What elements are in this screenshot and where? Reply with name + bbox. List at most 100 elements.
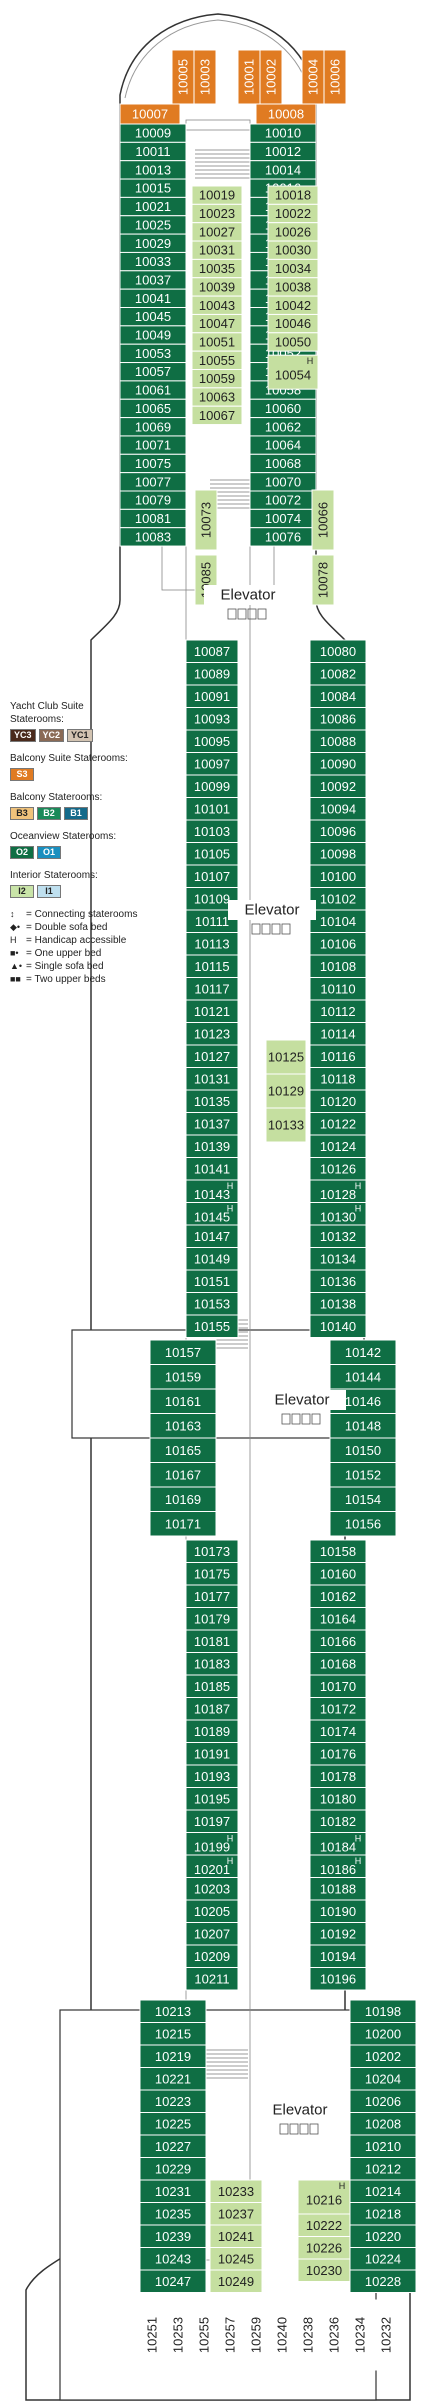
cabin-10129[interactable]: 10129 (265, 1073, 307, 1109)
cabin-10117[interactable]: 10117 (185, 977, 239, 1001)
cabin-10198[interactable]: 10198 (349, 1999, 417, 2023)
cabin-10223[interactable]: 10223 (139, 2089, 207, 2113)
cabin-10213[interactable]: 10213 (139, 1999, 207, 2023)
suite-10001[interactable]: 10001 (237, 49, 261, 105)
cabin-10063[interactable]: 10063 (191, 387, 243, 407)
cabin-10163[interactable]: 10163 (149, 1413, 217, 1439)
cabin-10038[interactable]: 10038 (267, 277, 319, 297)
cabin-10065[interactable]: 10065 (119, 398, 187, 419)
cabin-10182[interactable]: 10182 (309, 1809, 367, 1833)
cabin-10081[interactable]: 10081 (119, 508, 187, 529)
cabin-10180[interactable]: 10180 (309, 1787, 367, 1811)
suite-10002[interactable]: 10002 (259, 49, 283, 105)
cabin-10192[interactable]: 10192 (309, 1922, 367, 1946)
cabin-10142[interactable]: 10142 (329, 1339, 397, 1365)
cabin-10212[interactable]: 10212 (349, 2157, 417, 2181)
cabin-10241[interactable]: 10241 (209, 2224, 263, 2248)
cabin-10069[interactable]: 10069 (119, 417, 187, 437)
cabin-10071[interactable]: 10071 (119, 435, 187, 455)
cabin-10150[interactable]: 10150 (329, 1437, 397, 1463)
cabin-10033[interactable]: 10033 (119, 251, 187, 272)
cabin-10067[interactable]: 10067 (191, 405, 243, 426)
cabin-10018[interactable]: 10018 (267, 185, 319, 205)
cabin-10099[interactable]: 10099 (185, 774, 239, 798)
cabin-10156[interactable]: 10156 (329, 1511, 397, 1537)
cabin-10190[interactable]: 10190 (309, 1899, 367, 1923)
cabin-10098[interactable]: 10098 (309, 842, 367, 866)
cabin-10132[interactable]: 10132 (309, 1224, 367, 1248)
stern-cabin-10255[interactable]: 10255 (191, 2299, 217, 2371)
cabin-10215[interactable]: 10215 (139, 2022, 207, 2046)
cabin-10073[interactable]: 10073 (194, 489, 218, 551)
stern-cabin-10232[interactable]: 10232 (373, 2299, 399, 2371)
cabin-10174[interactable]: 10174 (309, 1719, 367, 1743)
cabin-10165[interactable]: 10165 (149, 1437, 217, 1463)
cabin-10097[interactable]: 10097 (185, 752, 239, 776)
cabin-10211[interactable]: 10211 (185, 1967, 239, 1991)
cabin-10013[interactable]: 10013 (119, 160, 187, 180)
cabin-10107[interactable]: 10107 (185, 864, 239, 888)
cabin-10204[interactable]: 10204 (349, 2067, 417, 2091)
cabin-10131[interactable]: 10131 (185, 1067, 239, 1091)
cabin-10094[interactable]: 10094 (309, 797, 367, 821)
cabin-10066[interactable]: 10066 (311, 489, 335, 551)
cabin-10149[interactable]: 10149 (185, 1247, 239, 1271)
cabin-10179[interactable]: 10179 (185, 1607, 239, 1631)
cabin-10153[interactable]: 10153 (185, 1292, 239, 1316)
cabin-10175[interactable]: 10175 (185, 1562, 239, 1586)
cabin-10060[interactable]: 10060 (249, 398, 317, 419)
cabin-10077[interactable]: 10077 (119, 472, 187, 492)
cabin-10208[interactable]: 10208 (349, 2112, 417, 2136)
cabin-10196[interactable]: 10196 (309, 1967, 367, 1991)
cabin-10075[interactable]: 10075 (119, 453, 187, 474)
cabin-10084[interactable]: 10084 (309, 684, 367, 708)
cabin-10106[interactable]: 10106 (309, 932, 367, 956)
cabin-10187[interactable]: 10187 (185, 1697, 239, 1721)
cabin-10193[interactable]: 10193 (185, 1764, 239, 1788)
cabin-10012[interactable]: 10012 (249, 141, 317, 162)
cabin-10169[interactable]: 10169 (149, 1486, 217, 1512)
cabin-10120[interactable]: 10120 (309, 1089, 367, 1113)
cabin-10133[interactable]: 10133 (265, 1107, 307, 1143)
cabin-10039[interactable]: 10039 (191, 277, 243, 297)
cabin-10235[interactable]: 10235 (139, 2202, 207, 2226)
cabin-10207[interactable]: 10207 (185, 1922, 239, 1946)
cabin-10114[interactable]: 10114 (309, 1022, 367, 1046)
cabin-10177[interactable]: 10177 (185, 1584, 239, 1608)
cabin-10057[interactable]: 10057 (119, 362, 187, 382)
cabin-10237[interactable]: 10237 (209, 2202, 263, 2226)
cabin-10231[interactable]: 10231 (139, 2179, 207, 2203)
cabin-10082[interactable]: 10082 (309, 662, 367, 686)
cabin-10026[interactable]: 10026 (267, 222, 319, 242)
suite-10006[interactable]: 10006 (323, 49, 347, 105)
cabin-10092[interactable]: 10092 (309, 774, 367, 798)
cabin-10010[interactable]: 10010 (249, 123, 317, 143)
cabin-10025[interactable]: 10025 (119, 215, 187, 235)
suite-10007[interactable]: 10007 (119, 103, 181, 125)
cabin-10074[interactable]: 10074 (249, 508, 317, 529)
cabin-10110[interactable]: 10110 (309, 977, 367, 1001)
cabin-10072[interactable]: 10072 (249, 490, 317, 510)
suite-10008[interactable]: 10008 (255, 103, 317, 125)
cabin-10076[interactable]: 10076 (249, 527, 317, 547)
cabin-10168[interactable]: 10168 (309, 1652, 367, 1676)
cabin-10200[interactable]: 10200 (349, 2022, 417, 2046)
cabin-10188[interactable]: 10188 (309, 1877, 367, 1901)
cabin-10173[interactable]: 10173 (185, 1539, 239, 1563)
cabin-10061[interactable]: 10061 (119, 380, 187, 400)
cabin-10023[interactable]: 10023 (191, 203, 243, 224)
cabin-10233[interactable]: 10233 (209, 2179, 263, 2203)
cabin-10101[interactable]: 10101 (185, 797, 239, 821)
cabin-10178[interactable]: 10178 (309, 1764, 367, 1788)
cabin-10121[interactable]: 10121 (185, 999, 239, 1023)
cabin-10115[interactable]: 10115 (185, 954, 239, 978)
cabin-10041[interactable]: 10041 (119, 288, 187, 308)
stern-cabin-10234[interactable]: 10234 (347, 2299, 373, 2371)
cabin-10062[interactable]: 10062 (249, 417, 317, 437)
cabin-10091[interactable]: 10091 (185, 684, 239, 708)
cabin-10095[interactable]: 10095 (185, 729, 239, 753)
cabin-10245[interactable]: 10245 (209, 2247, 263, 2271)
